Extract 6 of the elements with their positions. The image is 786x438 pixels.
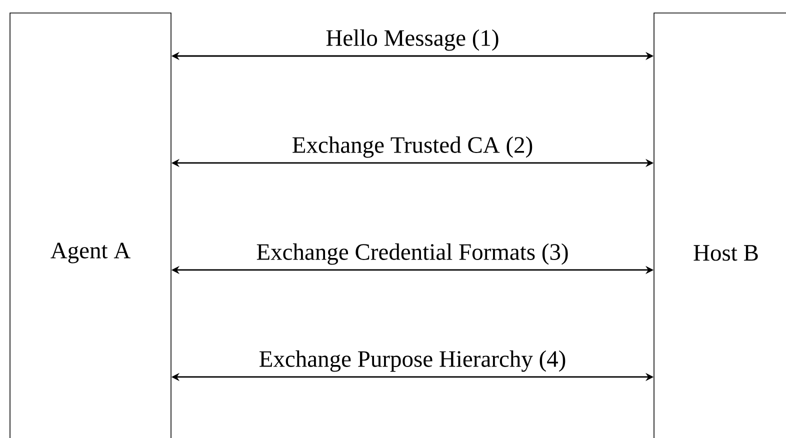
edge-label: Exchange Trusted CA (2) xyxy=(290,135,534,159)
edge-label: Exchange Credential Formats (3) xyxy=(255,242,570,266)
participant-box: Agent A xyxy=(10,12,172,438)
participant-box: Host B xyxy=(654,12,786,438)
edge-label: Exchange Purpose Hierarchy (4) xyxy=(258,349,568,373)
edge-label: Hello Message (1) xyxy=(324,28,500,52)
